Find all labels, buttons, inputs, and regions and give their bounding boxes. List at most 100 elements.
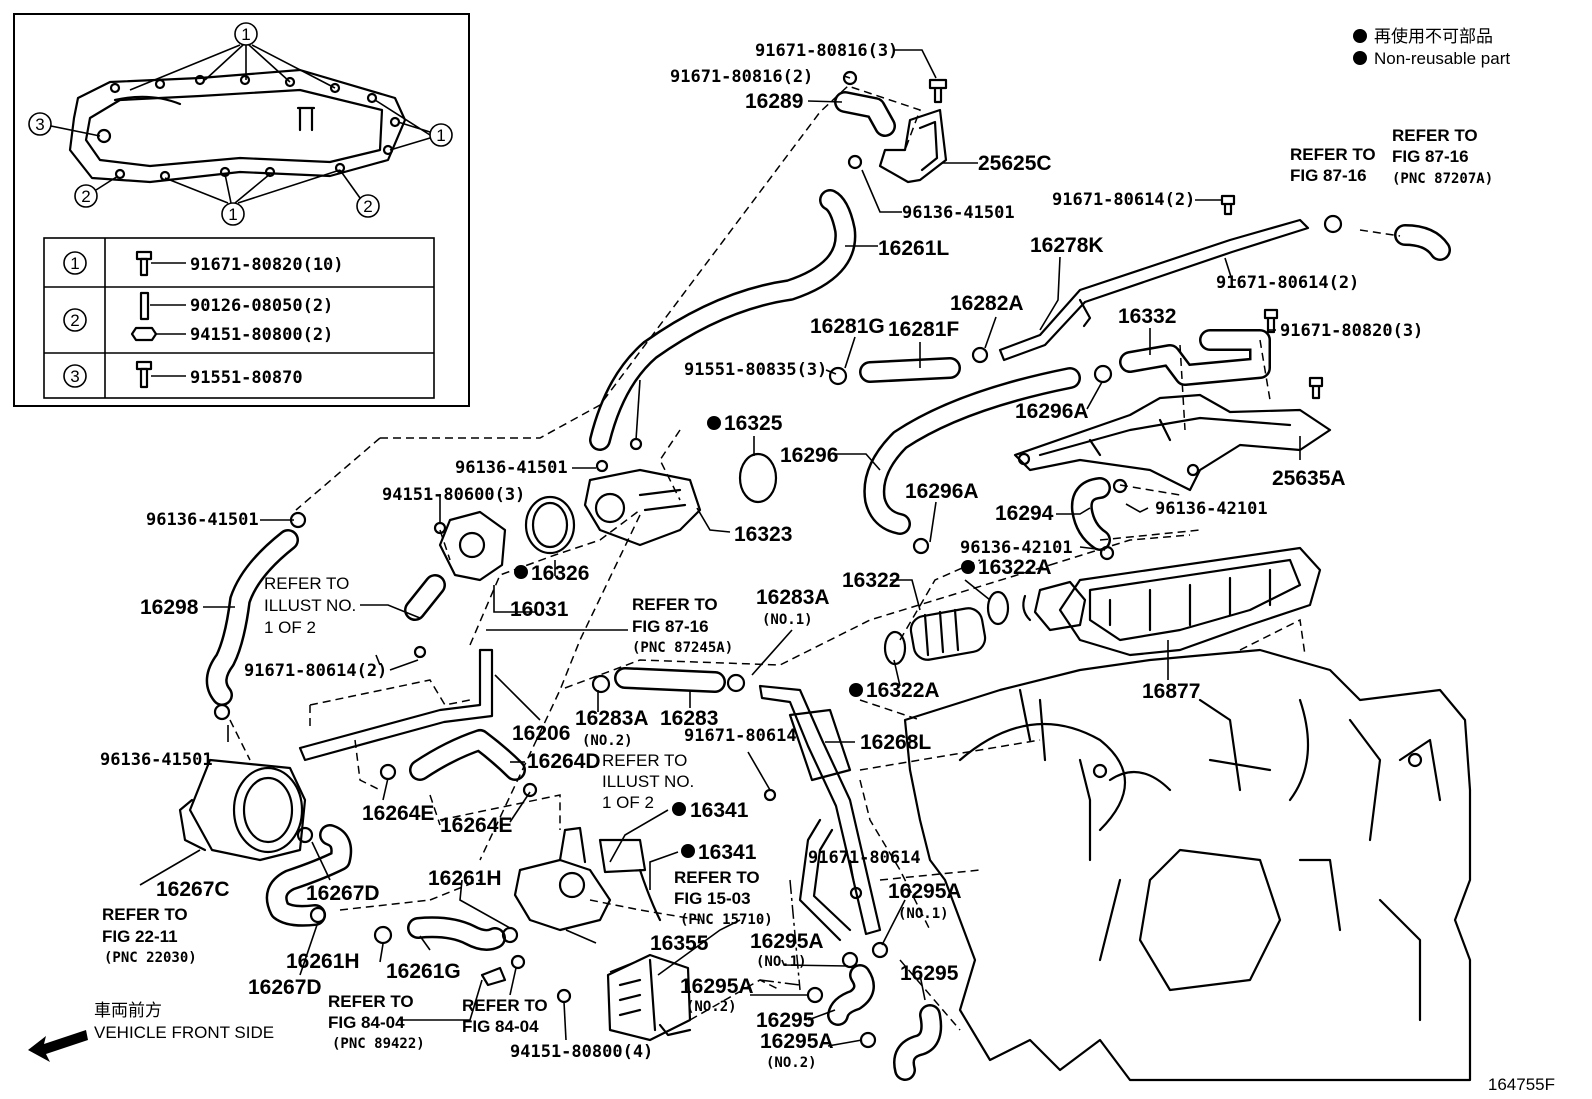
water-outlet-16323 bbox=[583, 452, 778, 547]
part-label: 16296A bbox=[905, 480, 979, 503]
svg-text:1 OF 2: 1 OF 2 bbox=[264, 618, 316, 637]
part-label: 91551-80835(3) bbox=[684, 360, 827, 380]
part-label: 25635A bbox=[1272, 467, 1346, 490]
svg-text:ILLUST NO.: ILLUST NO. bbox=[264, 596, 356, 615]
ref-illust-1-of-2-b[interactable]: REFER TO ILLUST NO. 1 OF 2 bbox=[602, 751, 694, 812]
part-label: 16294 bbox=[995, 502, 1054, 525]
svg-text:REFER TO: REFER TO bbox=[1392, 126, 1478, 145]
part-label: 16296 bbox=[780, 444, 838, 467]
svg-text:Non-reusable part: Non-reusable part bbox=[1374, 49, 1510, 68]
filled-dot-icon bbox=[1353, 51, 1367, 65]
part-label: 16283A bbox=[756, 586, 830, 609]
part-label: 16341 bbox=[698, 841, 757, 864]
part-label: 91671-80614(2) bbox=[1052, 190, 1195, 210]
part-label: 16268L bbox=[860, 731, 931, 754]
ref-fig-87-16-pnc-87245a[interactable]: REFER TO FIG 87-16 (PNC 87245A) bbox=[632, 595, 733, 656]
ref-fig-84-04[interactable]: REFER TO FIG 84-04 bbox=[462, 996, 548, 1036]
ref-fig-84-04-pnc-89422[interactable]: REFER TO FIG 84-04 (PNC 89422) bbox=[328, 992, 425, 1052]
nut-icon bbox=[130, 326, 158, 342]
ref-fig-15-03[interactable]: REFER TO FIG 15-03 (PNC 15710) bbox=[674, 868, 773, 928]
svg-text:1: 1 bbox=[241, 25, 250, 44]
part-label: 96136-41501 bbox=[902, 203, 1015, 223]
part-label: 16295 bbox=[900, 962, 959, 985]
thermostat-housing bbox=[438, 495, 576, 582]
ref-fig-22-11[interactable]: REFER TO FIG 22-11 (PNC 22030) bbox=[102, 905, 197, 966]
part-label: 94151-80800(4) bbox=[510, 1042, 653, 1062]
table-row: 1 91671-80820(10) bbox=[63, 250, 344, 277]
part-label: 91671-80614 bbox=[808, 848, 921, 868]
part-label: 16323 bbox=[734, 523, 792, 546]
part-label: (NO.1) bbox=[756, 954, 807, 970]
part-label: 16298 bbox=[140, 596, 199, 619]
part-label: 16261H bbox=[428, 867, 502, 890]
part-label: 16295 bbox=[756, 1009, 815, 1032]
hose-16264d bbox=[409, 729, 526, 781]
part-label: 16282A bbox=[950, 292, 1024, 315]
svg-text:FIG 84-04: FIG 84-04 bbox=[328, 1013, 405, 1032]
svg-text:FIG 87-16: FIG 87-16 bbox=[1392, 147, 1469, 166]
hose-16296 bbox=[863, 367, 1081, 535]
part-label: 16322A bbox=[866, 679, 940, 702]
part-label: 16261L bbox=[878, 237, 949, 260]
part-label: 16267C bbox=[156, 878, 230, 901]
hose-16031 bbox=[404, 574, 446, 621]
part-label: 96136-41501 bbox=[455, 458, 568, 478]
hose-16322 bbox=[883, 590, 1010, 666]
diagram-code: 164755F bbox=[1488, 1075, 1555, 1094]
part-label: 16281G bbox=[810, 315, 885, 338]
part-labels: 91671-80816(3) 91671-80816(2) 16289 2562… bbox=[100, 41, 1423, 1071]
bolt-icon bbox=[135, 360, 153, 389]
non-reusable-dot-icon bbox=[514, 565, 528, 579]
pipe-16278k bbox=[998, 218, 1310, 362]
svg-text:(PNC 87245A): (PNC 87245A) bbox=[632, 640, 733, 656]
bolt-icon bbox=[135, 250, 153, 277]
intake-cover-16877 bbox=[1022, 546, 1322, 657]
hose-16289 bbox=[834, 91, 896, 137]
part-label: 16355 bbox=[650, 932, 709, 955]
hose-16261l bbox=[589, 189, 857, 451]
svg-text:REFER TO: REFER TO bbox=[632, 595, 718, 614]
part-label: 16264E bbox=[440, 814, 512, 837]
hose-16282a-16281f bbox=[859, 357, 961, 383]
part-label: 16332 bbox=[1118, 305, 1176, 328]
hose-upper-right bbox=[1394, 224, 1451, 261]
stud-icon bbox=[139, 291, 150, 321]
vehicle-front-indicator: 車両前方 VEHICLE FRONT SIDE bbox=[28, 1001, 274, 1062]
ref-illust-1-of-2-a[interactable]: REFER TO ILLUST NO. 1 OF 2 bbox=[264, 574, 356, 637]
reference-notes: REFER TO FIG 87-16 REFER TO FIG 87-16 (P… bbox=[102, 126, 1493, 1052]
ref-fig-87-16-pnc-87207a[interactable]: REFER TO FIG 87-16 (PNC 87207A) bbox=[1392, 126, 1493, 187]
part-label: (NO.2) bbox=[766, 1055, 817, 1071]
svg-text:REFER TO: REFER TO bbox=[102, 905, 188, 924]
svg-text:91671-80820(10): 91671-80820(10) bbox=[190, 255, 344, 275]
part-label: 16322 bbox=[842, 569, 900, 592]
svg-text:1: 1 bbox=[228, 205, 237, 224]
part-label: 96136-41501 bbox=[146, 510, 259, 530]
throttle-body bbox=[178, 758, 307, 862]
part-label: 16341 bbox=[690, 799, 749, 822]
ref-fig-87-16[interactable]: REFER TO FIG 87-16 bbox=[1290, 145, 1376, 185]
part-label: 16281F bbox=[888, 318, 959, 341]
part-label: 91671-80614(2) bbox=[244, 661, 387, 681]
clamps-and-bolts bbox=[213, 70, 1343, 1049]
hose-16283 bbox=[614, 667, 726, 693]
part-label: (NO.2) bbox=[686, 999, 737, 1015]
svg-text:REFER TO: REFER TO bbox=[328, 992, 414, 1011]
svg-text:FIG 22-11: FIG 22-11 bbox=[102, 927, 178, 946]
part-label: 16877 bbox=[1142, 680, 1200, 703]
dashed-guides bbox=[229, 85, 1401, 1031]
svg-text:3: 3 bbox=[35, 115, 44, 134]
part-label: 16264E bbox=[362, 802, 434, 825]
table-row: 3 91551-80870 bbox=[63, 360, 303, 389]
svg-text:REFER TO: REFER TO bbox=[674, 868, 760, 887]
non-reusable-dot-icon bbox=[672, 802, 686, 816]
hose-16295 bbox=[827, 964, 943, 1081]
part-label: 16295A bbox=[888, 880, 962, 903]
table-row: 2 90126-08050(2) 94151-80800(2) bbox=[63, 291, 333, 345]
svg-text:FIG 15-03: FIG 15-03 bbox=[674, 889, 751, 908]
svg-text:(PNC 22030): (PNC 22030) bbox=[104, 950, 197, 966]
part-label: 16283 bbox=[660, 707, 718, 730]
inset-callout-2-left: 2 bbox=[74, 175, 119, 208]
inset-callout-1-bottom: 1 bbox=[164, 169, 341, 226]
svg-text:1 OF 2: 1 OF 2 bbox=[602, 793, 654, 812]
inset-callout-1-right: 1 bbox=[374, 99, 453, 151]
